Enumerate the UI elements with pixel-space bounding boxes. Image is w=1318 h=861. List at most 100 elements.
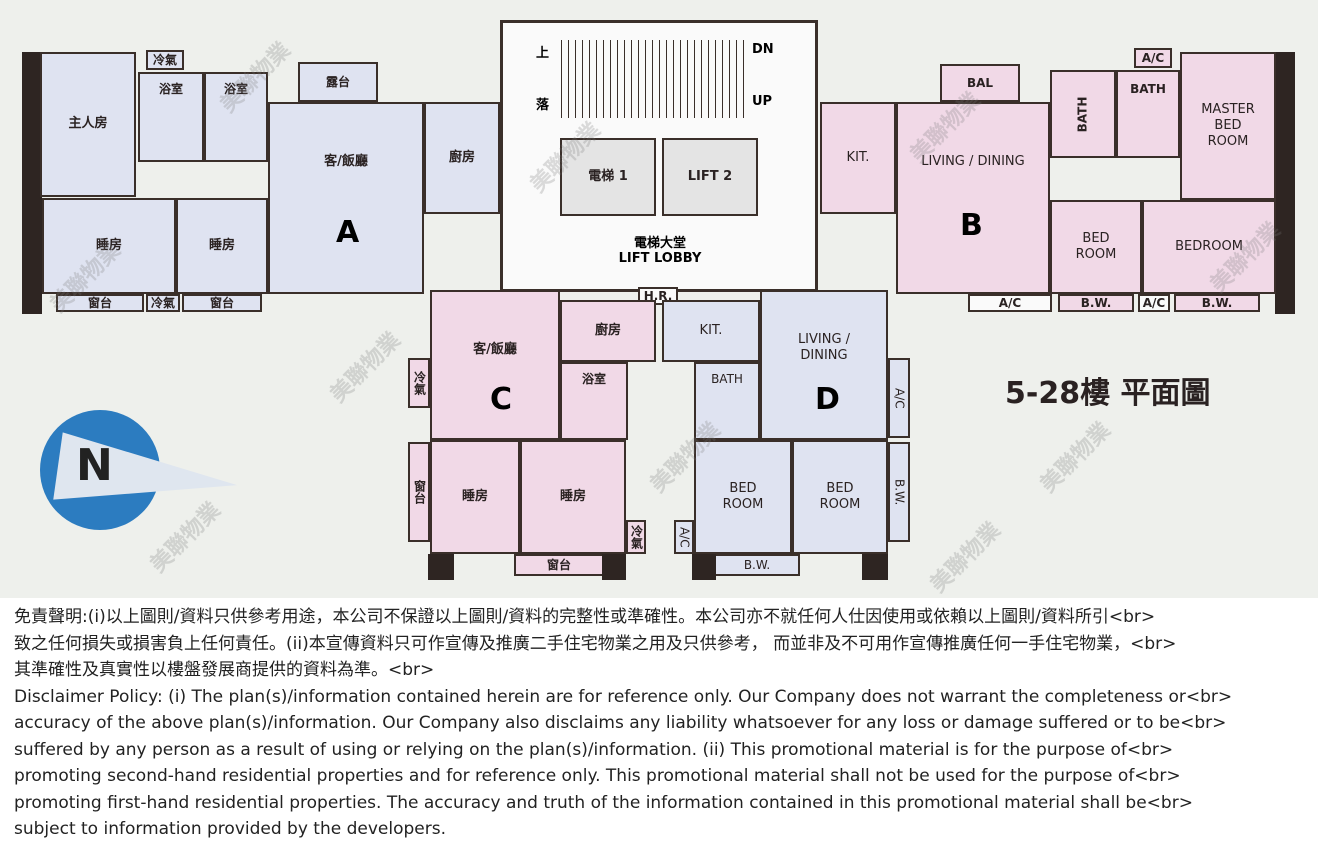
unit-a-bedroom-2: 睡房 <box>176 198 268 294</box>
disclaimer-en-line: promoting first-hand residential propert… <box>14 792 1193 813</box>
unit-c-kitchen: 廚房 <box>560 300 656 362</box>
unit-a-master-bedroom: 主人房 <box>40 52 136 197</box>
north-compass-icon: N <box>40 410 241 530</box>
unit-c-bath: 浴室 <box>560 362 628 440</box>
unit-d-ac-2: A/C <box>674 520 694 554</box>
stair-up: UP <box>752 94 773 109</box>
room-label: 冷氣 <box>150 295 175 310</box>
room-label: 冷氣 <box>629 525 644 549</box>
room-label: 睡房 <box>559 488 586 504</box>
room-label: 露台 <box>325 74 350 89</box>
lift-2: LIFT 2 <box>662 138 758 216</box>
compass-north-label: N <box>76 440 113 491</box>
room-label: LIVING / DINING <box>921 154 1025 169</box>
room-label: 浴室 <box>223 82 248 96</box>
room-label: 浴室 <box>581 372 606 386</box>
unit-a-bath-2: 浴室 <box>204 72 268 162</box>
unit-d-bedroom-2: BED ROOM <box>792 440 888 554</box>
disclaimer: 免責聲明:(i)以上圖則/資料只供參考用途，本公司不保證以上圖則/資料的完整性或… <box>14 604 1314 843</box>
unit-d-bedroom-1: BED ROOM <box>694 440 792 554</box>
room-label: BEDROOM <box>1175 238 1243 254</box>
staircase <box>555 40 745 118</box>
disclaimer-en-line: accuracy of the above plan(s)/informatio… <box>14 713 1227 733</box>
unit-b-label: B <box>960 208 983 243</box>
room-label: 窗台 <box>546 557 571 572</box>
room-label: 睡房 <box>461 488 488 504</box>
room-label: 廚房 <box>448 149 475 165</box>
unit-c-bay-window-2: 窗台 <box>514 554 604 576</box>
watermark: 美聯物業 <box>925 517 1006 598</box>
disclaimer-en-line: promoting second-hand residential proper… <box>14 766 1181 786</box>
room-label: A/C <box>1142 295 1166 310</box>
room-label: B.W. <box>743 557 771 572</box>
lobby-label-cn: 電梯大堂 <box>633 236 686 251</box>
disclaimer-en-line: Disclaimer Policy: (i) The plan(s)/infor… <box>14 686 1233 707</box>
room-label: A/C <box>998 295 1022 310</box>
wall <box>428 554 454 580</box>
room-label: A/C <box>677 526 692 548</box>
unit-c-bedroom-2: 睡房 <box>520 440 626 554</box>
unit-a-label: A <box>336 215 360 250</box>
room-label: 睡房 <box>208 237 235 253</box>
unit-b-living-dining: LIVING / DINING <box>896 102 1050 294</box>
disclaimer-en-line: subject to information provided by the d… <box>14 819 446 839</box>
unit-c-label: C <box>490 382 513 417</box>
room-label: 冷氣 <box>412 371 427 395</box>
unit-c-ac-2: 冷氣 <box>626 520 646 554</box>
unit-a-bay-window-2: 窗台 <box>182 294 262 312</box>
room-label: A/C <box>1141 50 1165 65</box>
room-label: 廚房 <box>594 322 621 338</box>
unit-b-ac-2: A/C <box>1138 294 1170 312</box>
room-label: BATH <box>1075 96 1090 132</box>
unit-a-bay-window-1: 窗台 <box>56 294 144 312</box>
room-label: KIT. <box>846 149 870 165</box>
disclaimer-cn-line: 免責聲明:(i)以上圖則/資料只供參考用途，本公司不保證以上圖則/資料的完整性或… <box>14 607 1156 627</box>
wall <box>862 554 888 580</box>
unit-d-bay-window-1: B.W. <box>888 442 910 542</box>
wall <box>602 554 626 580</box>
room-label: BED ROOM <box>819 480 861 512</box>
unit-d-ac-1: A/C <box>888 358 910 438</box>
unit-d-bay-window-2: B.W. <box>714 554 800 576</box>
room-label: 窗台 <box>412 480 427 504</box>
stair-up-cn: 上 <box>536 46 550 61</box>
unit-a-living-dining: 客/飯廳 <box>268 102 424 294</box>
room-label: 冷氣 <box>152 52 177 67</box>
unit-a-ac-bottom: 冷氣 <box>146 294 180 312</box>
room-label: B.W. <box>892 478 907 506</box>
room-label: BATH <box>1130 82 1166 96</box>
unit-b-bay-window-2: B.W. <box>1174 294 1260 312</box>
stair-down-cn: 落 <box>536 98 550 113</box>
unit-a-balcony: 露台 <box>298 62 378 102</box>
unit-d-label: D <box>815 382 840 417</box>
unit-b-bath-1: BATH <box>1050 70 1116 158</box>
room-label: A/C <box>892 387 907 409</box>
room-label: B.W. <box>1080 295 1112 310</box>
unit-b-bedroom-2: BEDROOM <box>1142 200 1276 294</box>
disclaimer-cn-line: 致之任何損失或損害負上任何責任。(ii)本宣傳資料只可作宣傳及推廣二手住宅物業之… <box>14 633 1177 654</box>
room-label: 睡房 <box>95 237 122 253</box>
room-label: B.W. <box>1201 295 1233 310</box>
room-label: BATH <box>711 372 743 386</box>
floor-plan-title: 5-28樓 平面圖 <box>1005 376 1211 411</box>
unit-b-balcony: BAL <box>940 64 1020 102</box>
wall <box>1275 52 1295 314</box>
stair-dn: DN <box>752 42 774 57</box>
unit-a-bath-1: 浴室 <box>138 72 204 162</box>
room-label: 窗台 <box>87 295 112 310</box>
wall <box>692 554 716 580</box>
disclaimer-en-line: suffered by any person as a result of us… <box>14 739 1174 760</box>
floor-plan: 主人房 冷氣 浴室 浴室 露台 客/飯廳 廚房 A 睡房 睡房 窗台 冷氣 窗台… <box>0 0 1318 598</box>
room-label: KIT. <box>699 322 723 338</box>
unit-a-kitchen: 廚房 <box>424 102 500 214</box>
unit-b-ac-top: A/C <box>1134 48 1172 68</box>
room-label: 客/飯廳 <box>324 154 368 169</box>
unit-b-ac-1: A/C <box>968 294 1052 312</box>
unit-b-bedroom-1: BED ROOM <box>1050 200 1142 294</box>
room-label: BED ROOM <box>1075 230 1117 262</box>
unit-d-living-dining: LIVING / DINING <box>760 290 888 440</box>
unit-d-kitchen: KIT. <box>662 300 760 362</box>
room-label: 客/飯廳 <box>473 342 517 357</box>
room-label: H.R. <box>643 288 673 303</box>
